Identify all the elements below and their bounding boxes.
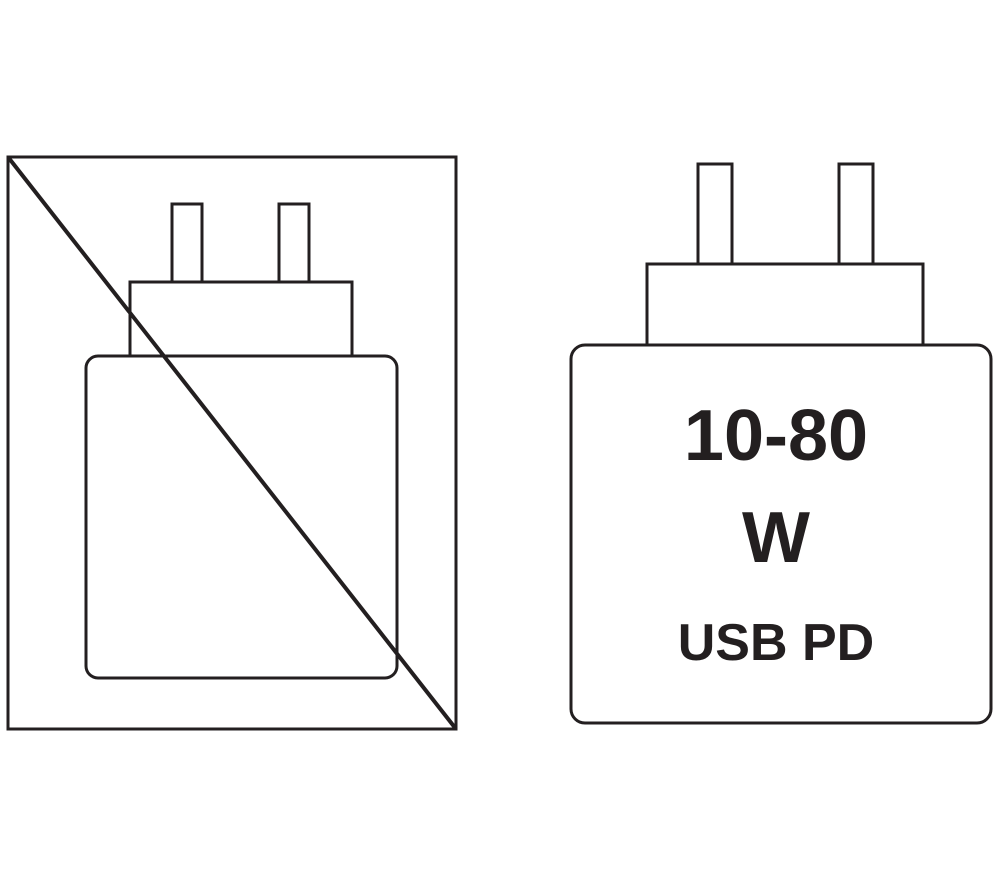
plug-prong-left	[696, 162, 734, 266]
plug-prong-right	[277, 202, 311, 284]
power-unit-label: W	[742, 498, 810, 578]
required-charger-panel: 10-80 W USB PD	[569, 162, 993, 725]
plug-neck	[128, 280, 354, 358]
plug-neck	[645, 262, 925, 347]
charger-body	[84, 354, 399, 680]
usb-standard-label: USB PD	[678, 614, 874, 672]
crossed-charger-icon	[84, 202, 399, 680]
plug-prong-left	[170, 202, 204, 284]
no-charger-panel	[6, 155, 458, 731]
cross-out-line	[6, 155, 458, 731]
power-range-label: 10-80	[684, 396, 868, 476]
charger-body	[569, 343, 993, 725]
plug-prong-right	[837, 162, 875, 266]
usb-charger-icon	[569, 162, 993, 725]
